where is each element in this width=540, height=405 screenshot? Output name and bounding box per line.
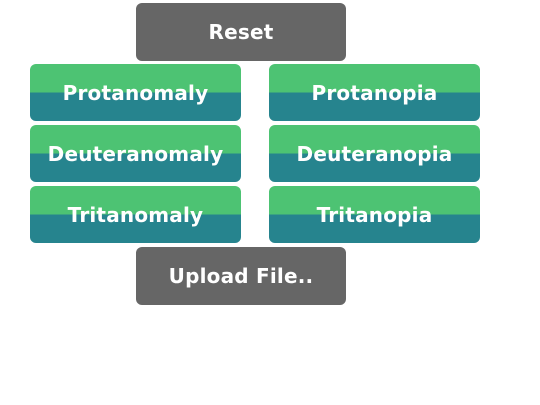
deuteranopia-button[interactable]: Deuteranopia: [269, 125, 480, 182]
deuteranomaly-button[interactable]: Deuteranomaly: [30, 125, 241, 182]
tritanomaly-button[interactable]: Tritanomaly: [30, 186, 241, 243]
protanomaly-button[interactable]: Protanomaly: [30, 64, 241, 121]
protanopia-button[interactable]: Protanopia: [269, 64, 480, 121]
reset-button[interactable]: Reset: [136, 3, 346, 61]
upload-file-button[interactable]: Upload File..: [136, 247, 346, 305]
tritanopia-button[interactable]: Tritanopia: [269, 186, 480, 243]
